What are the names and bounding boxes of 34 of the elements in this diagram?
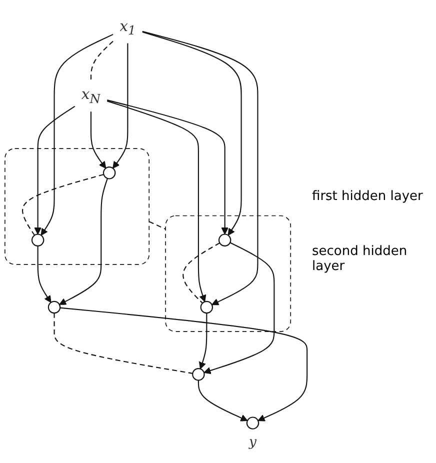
node-circle	[218, 234, 232, 247]
cluster	[165, 216, 292, 332]
layer-label: first hidden layer	[312, 189, 424, 204]
arrow	[59, 178, 108, 306]
node-caption: y	[249, 436, 256, 451]
node-text: x$_{N}$	[81, 86, 101, 107]
connector	[22, 174, 104, 236]
node-circle	[200, 301, 214, 314]
arrow	[112, 44, 128, 170]
arrow	[142, 31, 258, 306]
network-diagram: x$_{1}$ x$_{N}$ y	[0, 7, 312, 456]
node-circle	[192, 368, 205, 382]
arrow	[60, 308, 308, 422]
node-circle	[246, 417, 260, 430]
node-circle	[31, 234, 44, 247]
layer-label: second hidden layer	[312, 244, 408, 274]
cluster	[4, 148, 150, 266]
arrow	[198, 380, 248, 422]
connector	[148, 222, 166, 230]
arrow	[106, 101, 206, 303]
arrow	[34, 106, 76, 236]
node-text: x$_{1}$	[120, 18, 136, 38]
arrow	[37, 246, 52, 304]
arrow	[142, 32, 242, 236]
arrow	[204, 242, 275, 375]
arrow	[90, 112, 106, 170]
connector	[90, 41, 114, 81]
connector	[182, 242, 220, 304]
arrow	[198, 314, 208, 370]
node-circle	[48, 301, 61, 314]
connector	[54, 314, 193, 374]
node-circle	[102, 167, 116, 180]
arrow	[107, 100, 228, 236]
arrow	[40, 34, 114, 236]
